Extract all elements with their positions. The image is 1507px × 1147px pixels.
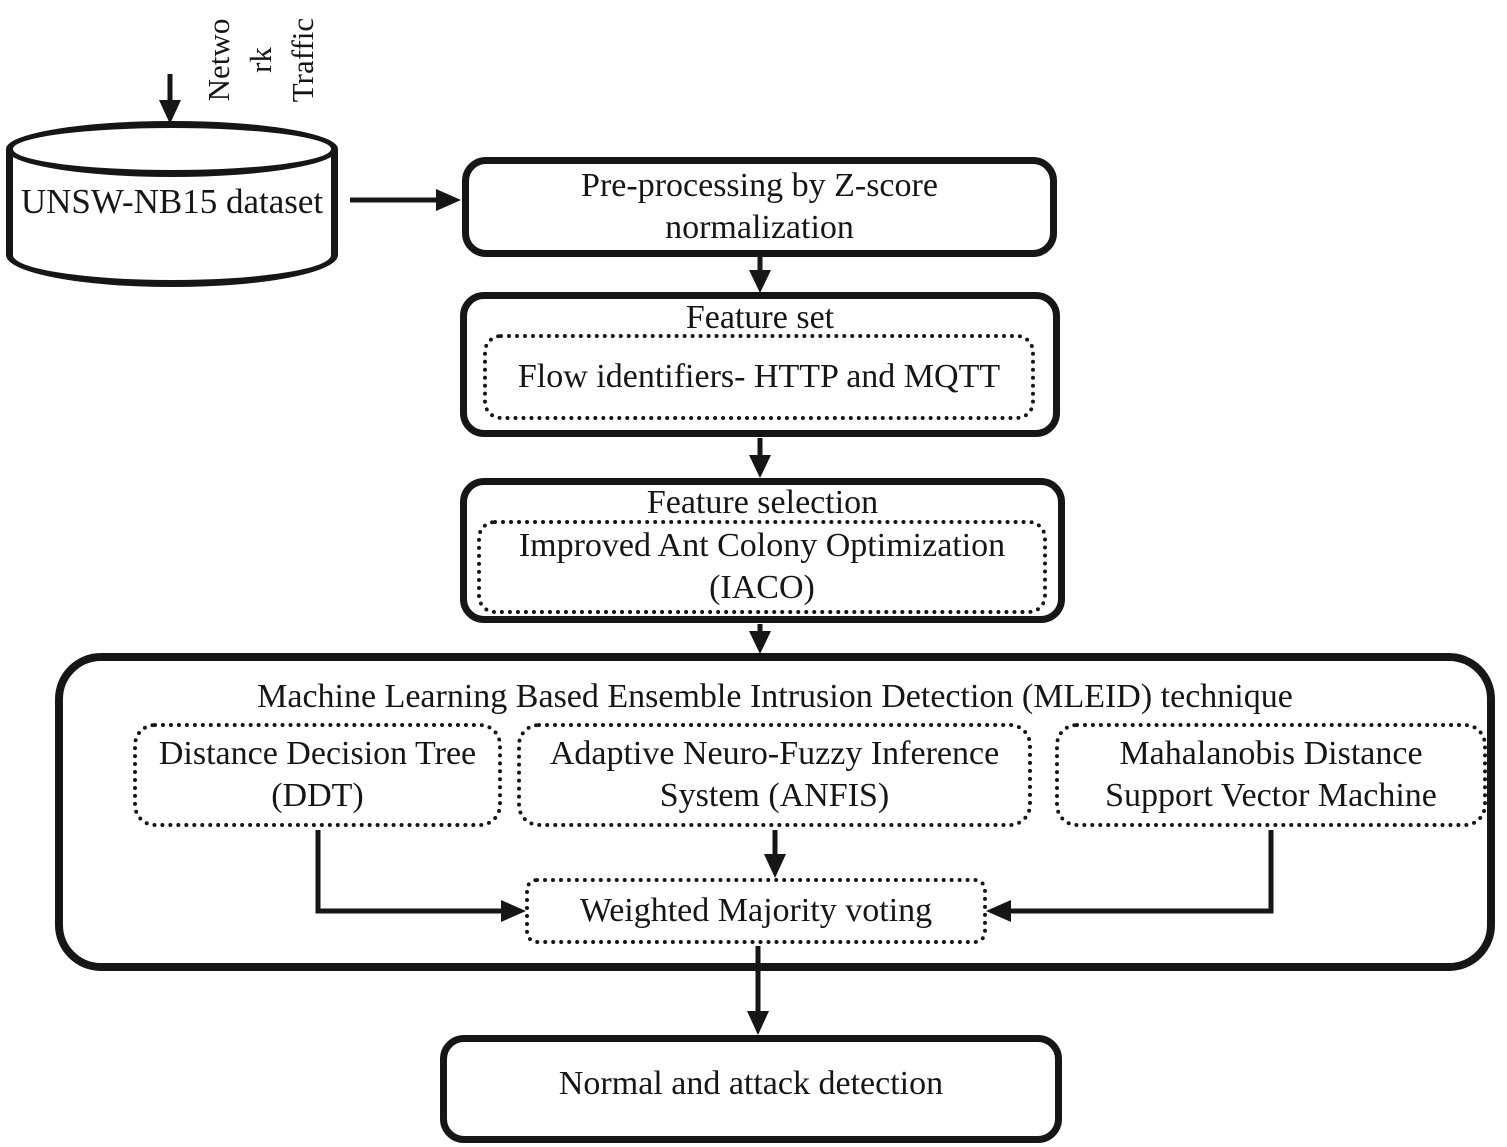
flow-identifiers-label: Flow identifiers- HTTP and MQTT: [517, 357, 1001, 395]
preprocessing-line: Pre-processing by Z-score: [581, 166, 938, 204]
iaco-line: (IACO): [709, 569, 815, 606]
weighted-majority-voting-box: Weighted Majority voting: [525, 878, 987, 944]
flow-identifiers-box: Flow identifiers- HTTP and MQTT: [483, 334, 1035, 420]
feature-set-title: Feature set: [685, 299, 835, 336]
mleid-title: Machine Learning Based Ensemble Intrusio…: [257, 678, 1293, 715]
arrow-dataset-to-preprocessing: [350, 189, 461, 211]
feature-selection-title: Feature selection: [646, 484, 879, 521]
weighted-majority-voting-label: Weighted Majority voting: [579, 891, 933, 929]
iaco-line: Improved Ant Colony Optimization: [518, 526, 1006, 564]
anfis-box: Adaptive Neuro-Fuzzy Inference System (A…: [517, 723, 1032, 827]
network-traffic-label: Netwo rk Traffic: [198, 0, 330, 126]
arrow-preprocessing-to-featureset: [749, 256, 771, 293]
network-traffic-line: rk: [243, 47, 278, 73]
preprocessing-box: Pre-processing by Z-score normalization: [462, 157, 1057, 257]
preprocessing-line: normalization: [665, 209, 854, 246]
output-box: Normal and attack detection: [440, 1035, 1062, 1143]
anfis-line: Adaptive Neuro-Fuzzy Inference: [549, 734, 1000, 772]
ddt-line: (DDT): [271, 777, 364, 814]
network-traffic-line: Traffic: [285, 17, 320, 103]
mdsvm-line: Mahalanobis Distance: [1119, 734, 1423, 772]
dataset-cylinder: UNSW-NB15 dataset: [6, 149, 338, 287]
mdsvm-line: Support Vector Machine: [1105, 777, 1437, 814]
arrow-network-traffic-into-dataset: [159, 74, 181, 124]
mdsvm-box: Mahalanobis Distance Support Vector Mach…: [1055, 723, 1487, 827]
anfis-line: System (ANFIS): [659, 777, 890, 814]
network-traffic-line: Netwo: [201, 18, 236, 102]
dataset-label: UNSW-NB15 dataset: [20, 181, 324, 221]
arrow-featureset-to-featureselection: [749, 438, 771, 478]
arrow-featureselection-to-mleid: [749, 624, 771, 654]
ddt-line: Distance Decision Tree: [158, 734, 477, 772]
ddt-box: Distance Decision Tree (DDT): [133, 723, 502, 827]
dataset-cylinder-top: [6, 121, 338, 177]
iaco-box: Improved Ant Colony Optimization (IACO): [477, 520, 1047, 614]
output-label: Normal and attack detection: [558, 1064, 944, 1102]
